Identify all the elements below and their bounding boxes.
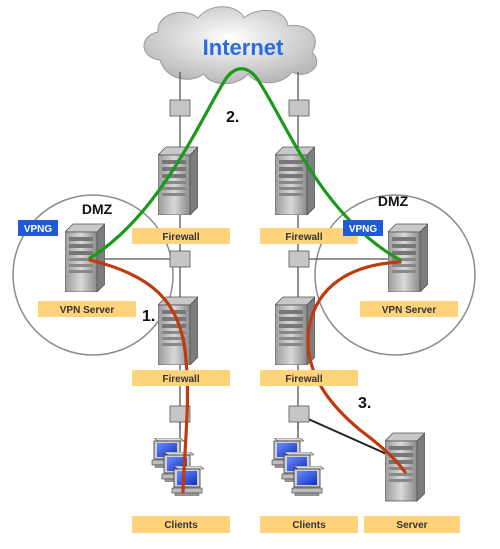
path-2-green bbox=[88, 67, 402, 262]
server-label: Server bbox=[396, 520, 427, 531]
dmz-zone-right bbox=[314, 194, 476, 356]
label-box bbox=[132, 370, 230, 386]
vpng-badge-right bbox=[343, 220, 383, 236]
firewall-label: Firewall bbox=[285, 374, 322, 385]
clients-right-icon bbox=[271, 438, 324, 496]
label-box bbox=[260, 516, 358, 533]
vpn-server-label: VPN Server bbox=[60, 305, 115, 316]
vpng-label-left: VPNG bbox=[24, 224, 53, 235]
cloud-label: Internet bbox=[203, 35, 284, 60]
server-link bbox=[305, 417, 401, 461]
label-box bbox=[260, 228, 358, 244]
vpng-badge-left bbox=[18, 220, 58, 236]
vpn-server-label: VPN Server bbox=[382, 305, 437, 316]
vpng-label-right: VPNG bbox=[349, 224, 378, 235]
firewall-server-icon bbox=[275, 146, 315, 215]
dmz-label-left: DMZ bbox=[82, 201, 113, 217]
firewall-server-icon bbox=[158, 296, 198, 365]
internet-cloud bbox=[143, 6, 318, 85]
path-1-red bbox=[88, 258, 190, 494]
clients-label: Clients bbox=[292, 520, 326, 531]
step-1-label: 1. bbox=[142, 308, 155, 325]
hub-icon bbox=[169, 405, 191, 423]
step-3-label: 3. bbox=[358, 395, 371, 412]
hub-icon bbox=[288, 99, 310, 117]
firewall-label: Firewall bbox=[162, 232, 199, 243]
label-box bbox=[38, 301, 136, 317]
label-box bbox=[260, 370, 358, 386]
hub-icon bbox=[288, 250, 310, 268]
step-2-label: 2. bbox=[226, 109, 239, 126]
firewall-label: Firewall bbox=[162, 374, 199, 385]
network-wires bbox=[95, 72, 395, 470]
dmz-label-right: DMZ bbox=[378, 193, 409, 209]
label-box bbox=[132, 516, 230, 533]
vpn-server-icon bbox=[65, 223, 105, 292]
hub-icon bbox=[169, 250, 191, 268]
firewall-label: Firewall bbox=[285, 232, 322, 243]
label-box bbox=[364, 516, 460, 533]
hub-icon bbox=[169, 99, 191, 117]
clients-label: Clients bbox=[164, 520, 198, 531]
server-icon bbox=[385, 432, 425, 502]
hub-icon bbox=[288, 405, 310, 423]
clients-left-icon bbox=[151, 438, 204, 496]
label-box bbox=[132, 228, 230, 244]
dmz-zone-left bbox=[12, 194, 174, 356]
label-box bbox=[360, 301, 458, 317]
